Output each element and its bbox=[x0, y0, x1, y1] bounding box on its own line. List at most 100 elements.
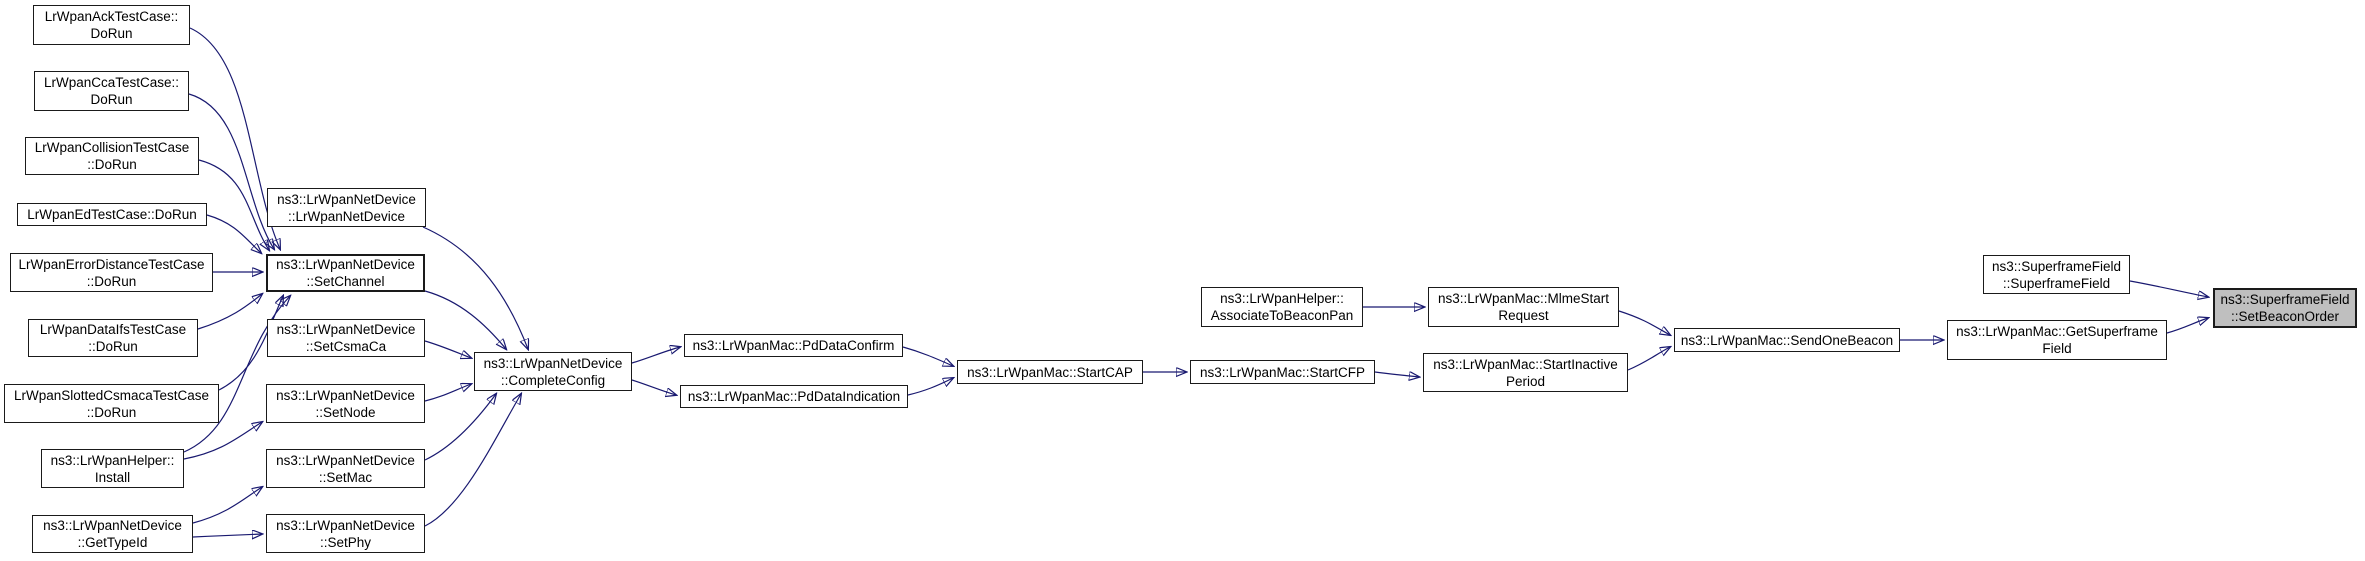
edge-dataifs-setchannel bbox=[197, 294, 262, 330]
edge-completeconfig-pddataindication bbox=[631, 379, 676, 395]
node-label-line: ns3::LrWpanNetDevice bbox=[276, 387, 415, 403]
edge-startcfp-startinactive bbox=[1374, 371, 1419, 377]
node-lrwpanmac-getsuperframefield[interactable]: ns3::LrWpanMac::GetSuperframe Field bbox=[1947, 320, 2167, 360]
node-lrwpancollisiontestcase-dorun[interactable]: LrWpanCollisionTestCase ::DoRun bbox=[25, 137, 199, 175]
node-label-line: ::SetNode bbox=[315, 404, 376, 420]
node-superframefield-setbeaconorder: ns3::SuperframeField ::SetBeaconOrder bbox=[2213, 288, 2357, 328]
edge-pddataindication-startcap bbox=[907, 378, 953, 396]
node-label-line: ::SetCsmaCa bbox=[305, 339, 387, 354]
node-label-line: LrWpanAckTestCase:: bbox=[44, 9, 179, 24]
node-label-line: ns3::LrWpanHelper:: bbox=[50, 452, 175, 468]
node-label-line: ::SuperframeField bbox=[2002, 275, 2111, 291]
node-lrwpanccatestcase-dorun[interactable]: LrWpanCcaTestCase:: DoRun bbox=[34, 71, 189, 111]
node-lrwpanmac-startinactiveperiod[interactable]: ns3::LrWpanMac::StartInactive Period bbox=[1423, 353, 1628, 392]
node-label-line: ::SetMac bbox=[318, 469, 373, 485]
node-label-line: LrWpanCollisionTestCase bbox=[34, 140, 190, 155]
edge-cca-setchannel bbox=[188, 93, 274, 249]
node-lrwpanmac-mlmestartrequest[interactable]: ns3::LrWpanMac::MlmeStart Request bbox=[1428, 287, 1619, 327]
edge-collision-setchannel bbox=[198, 159, 269, 250]
node-label-line: ns3::LrWpanMac::SendOneBeacon bbox=[1680, 332, 1894, 348]
node-label-line: ns3::LrWpanNetDevice bbox=[277, 191, 416, 207]
node-lrwpanerrordistancetestcase-dorun[interactable]: LrWpanErrorDistanceTestCase ::DoRun bbox=[10, 253, 213, 292]
node-label-line: ns3::LrWpanNetDevice bbox=[43, 518, 182, 533]
node-label-line: LrWpanDataIfsTestCase bbox=[39, 322, 187, 337]
node-lrwpandataifstestcase-dorun[interactable]: LrWpanDataIfsTestCase ::DoRun bbox=[28, 319, 198, 357]
edge-slotted-setchannel bbox=[218, 296, 283, 391]
node-lrwpannetdevice-ctor[interactable]: ns3::LrWpanNetDevice ::LrWpanNetDevice bbox=[267, 188, 426, 227]
node-label-line: Period bbox=[1505, 373, 1546, 389]
node-lrwpannetdevice-setphy[interactable]: ns3::LrWpanNetDevice ::SetPhy bbox=[266, 514, 425, 553]
node-label-line: ::GetTypeId bbox=[77, 535, 148, 550]
edge-pddataconfirm-startcap bbox=[902, 346, 953, 366]
node-lrwpanmac-pddataindication[interactable]: ns3::LrWpanMac::PdDataIndication bbox=[680, 385, 908, 408]
node-label-line: ns3::LrWpanMac::StartCFP bbox=[1199, 364, 1366, 380]
node-lrwpannetdevice-gettypeid[interactable]: ns3::LrWpanNetDevice ::GetTypeId bbox=[32, 515, 193, 553]
node-label-line: ns3::LrWpanNetDevice bbox=[276, 257, 415, 272]
node-label-line: Request bbox=[1498, 308, 1549, 323]
node-label-line: ns3::LrWpanMac::MlmeStart bbox=[1437, 291, 1610, 306]
node-label-line: Install bbox=[94, 469, 131, 485]
edge-ed-setchannel bbox=[206, 214, 261, 253]
node-label-line: ::SetBeaconOrder bbox=[2230, 309, 2340, 324]
edge-setphy-completeconfig bbox=[424, 394, 521, 527]
node-lrwpanmac-sendonebeacon[interactable]: ns3::LrWpanMac::SendOneBeacon bbox=[1674, 328, 1900, 352]
node-label-line: LrWpanErrorDistanceTestCase bbox=[18, 256, 205, 272]
edge-setnode-completeconfig bbox=[424, 384, 471, 402]
node-label-line: LrWpanEdTestCase::DoRun bbox=[27, 207, 197, 222]
node-label-line: ::DoRun bbox=[87, 157, 137, 172]
node-superframefield-ctor[interactable]: ns3::SuperframeField ::SuperframeField bbox=[1983, 255, 2130, 294]
edge-install-setchannel bbox=[183, 296, 290, 453]
node-label-line: DoRun bbox=[90, 92, 133, 107]
node-lrwpanmac-startcfp[interactable]: ns3::LrWpanMac::StartCFP bbox=[1190, 360, 1375, 384]
edge-setchannel-completeconfig bbox=[424, 290, 506, 349]
edge-gettypeid-setmac bbox=[192, 487, 262, 524]
node-label-line: ns3::SuperframeField bbox=[2220, 292, 2350, 307]
node-lrwpanslottedcsmacatestcase-dorun[interactable]: LrWpanSlottedCsmacaTestCase ::DoRun bbox=[4, 384, 219, 423]
edge-ctor-completeconfig bbox=[422, 226, 528, 349]
node-lrwpanhelper-associatetobeaconpan[interactable]: ns3::LrWpanHelper:: AssociateToBeaconPan bbox=[1201, 287, 1363, 327]
node-lrwpanmac-startcap[interactable]: ns3::LrWpanMac::StartCAP bbox=[957, 360, 1143, 384]
node-label-line: LrWpanCcaTestCase:: bbox=[43, 75, 180, 90]
edge-setmac-completeconfig bbox=[424, 394, 496, 461]
node-label-line: ::SetChannel bbox=[306, 274, 385, 289]
node-label-line: ns3::LrWpanMac::GetSuperframe bbox=[1956, 324, 2158, 339]
edge-startinactive-sendonebeacon bbox=[1627, 347, 1670, 371]
node-label-line: ns3::LrWpanNetDevice bbox=[276, 452, 415, 468]
node-label-line: ::DoRun bbox=[86, 273, 137, 289]
edge-sfctor-setbeaconorder bbox=[2129, 280, 2208, 297]
node-label-line: ::DoRun bbox=[88, 339, 138, 354]
edge-getsuperframe-setbeaconorder bbox=[2166, 318, 2208, 334]
node-label-line: LrWpanSlottedCsmacaTestCase bbox=[13, 387, 210, 403]
node-lrwpannetdevice-setnode[interactable]: ns3::LrWpanNetDevice ::SetNode bbox=[266, 384, 425, 423]
node-label-line: ns3::LrWpanMac::PdDataConfirm bbox=[692, 338, 895, 353]
node-label-line: ::DoRun bbox=[86, 404, 137, 420]
node-label-line: Field bbox=[2042, 341, 2072, 356]
node-label-line: ::CompleteConfig bbox=[500, 372, 606, 388]
node-lrwpannetdevice-completeconfig[interactable]: ns3::LrWpanNetDevice ::CompleteConfig bbox=[474, 352, 632, 391]
node-lrwpannetdevice-setchannel[interactable]: ns3::LrWpanNetDevice ::SetChannel bbox=[266, 254, 425, 292]
node-lrwpanhelper-install[interactable]: ns3::LrWpanHelper:: Install bbox=[41, 449, 184, 488]
node-label-line: ns3::SuperframeField bbox=[1991, 258, 2122, 274]
node-label-line: ::LrWpanNetDevice bbox=[287, 208, 406, 224]
edge-install-setnode bbox=[183, 422, 262, 460]
node-lrwpanedtestcase-dorun[interactable]: LrWpanEdTestCase::DoRun bbox=[17, 203, 207, 226]
node-label-line: ns3::LrWpanMac::StartInactive bbox=[1433, 356, 1618, 372]
node-lrwpanacktestcase-dorun[interactable]: LrWpanAckTestCase:: DoRun bbox=[33, 5, 190, 45]
node-label-line: ns3::LrWpanHelper:: bbox=[1220, 291, 1344, 306]
edge-gettypeid-setphy bbox=[192, 534, 262, 537]
node-lrwpannetdevice-setmac[interactable]: ns3::LrWpanNetDevice ::SetMac bbox=[266, 449, 425, 488]
node-label-line: ns3::LrWpanMac::StartCAP bbox=[967, 364, 1133, 380]
node-label-line: ::SetPhy bbox=[319, 534, 372, 550]
node-lrwpanmac-pddataconfirm[interactable]: ns3::LrWpanMac::PdDataConfirm bbox=[684, 334, 903, 357]
edge-mlmestart-sendonebeacon bbox=[1618, 310, 1670, 335]
node-label-line: AssociateToBeaconPan bbox=[1210, 308, 1354, 323]
edge-completeconfig-pddataconfirm bbox=[631, 347, 680, 364]
node-label-line: ns3::LrWpanMac::PdDataIndication bbox=[687, 389, 901, 404]
node-label-line: ns3::LrWpanNetDevice bbox=[276, 517, 415, 533]
node-lrwpannetdevice-setcsmaca[interactable]: ns3::LrWpanNetDevice ::SetCsmaCa bbox=[267, 319, 425, 357]
node-label-line: DoRun bbox=[90, 26, 133, 41]
node-label-line: ns3::LrWpanNetDevice bbox=[483, 355, 623, 371]
edge-setcsmaca-completeconfig bbox=[424, 340, 471, 358]
